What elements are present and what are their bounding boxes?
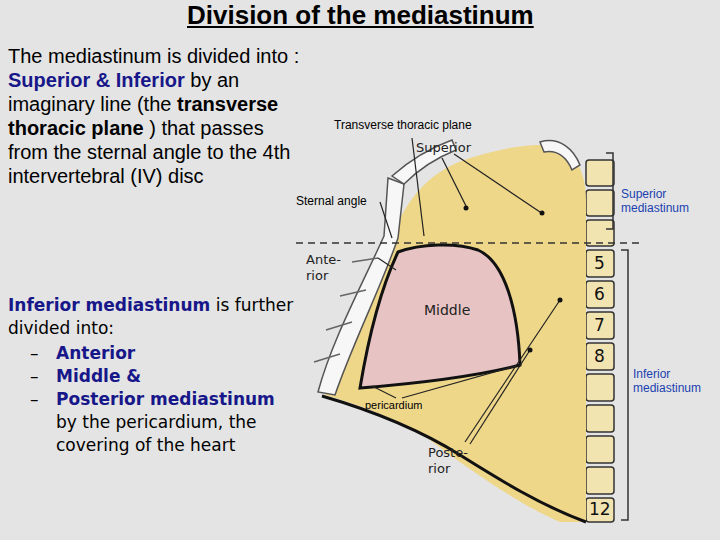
superior-bracket: [606, 153, 613, 229]
part-label: Sternal angle: [296, 194, 367, 208]
body-text: The mediastinum is divided into :: [8, 44, 308, 68]
list-dash: –: [30, 365, 39, 388]
upper-spine-curve: [540, 141, 580, 170]
intro-paragraph: The mediastinum is divided into :Superio…: [8, 44, 308, 188]
list-item: Anterior: [56, 343, 135, 363]
plane-label: Transverse thoracic plane: [334, 118, 472, 132]
part-label: pericardium: [365, 399, 422, 411]
transverse-plane: [296, 242, 642, 244]
highlight-text: Superior & Inferior: [8, 69, 185, 91]
region-name: Middle: [424, 302, 470, 318]
diaphragm-line: [322, 396, 586, 522]
vertebra-number: 8: [594, 346, 605, 366]
list-dash: –: [30, 388, 39, 411]
sternum: [318, 178, 404, 395]
list-dash: –: [30, 342, 39, 365]
bracket-label: Inferior mediastinum: [633, 367, 718, 395]
list-row: –Middle &: [30, 365, 300, 388]
vertebra-number: 5: [594, 253, 605, 273]
vertebra-number: 6: [594, 284, 605, 304]
region-name: Ante- rior: [306, 252, 350, 284]
inferior-bracket: [621, 250, 628, 520]
leader-lines: [372, 138, 560, 444]
list-item: Posterior mediastinum: [56, 389, 275, 409]
list-item: Middle &: [56, 366, 141, 386]
list-row: –Anterior: [30, 342, 300, 365]
slide-title: Division of the mediastinum: [187, 0, 534, 31]
subdivision-list: –Anterior–Middle &–Posterior mediastinum…: [30, 342, 300, 457]
vertebra-number: 7: [594, 315, 605, 335]
region-name: Poste- rior: [428, 445, 474, 477]
list-row: –Posterior mediastinum: [30, 388, 300, 411]
vertebrae: [586, 160, 614, 522]
subdivision-paragraph: Inferior mediastinum is further divided …: [8, 294, 298, 340]
body-text: by the pericardium, the covering of the …: [56, 411, 300, 457]
leader-dots: [464, 206, 563, 353]
region-name: Superior: [416, 140, 471, 155]
highlight-text: Inferior mediastinum: [8, 295, 210, 315]
bracket-label: Superior mediastinum: [621, 187, 716, 215]
vertebra-number: 12: [589, 499, 611, 519]
